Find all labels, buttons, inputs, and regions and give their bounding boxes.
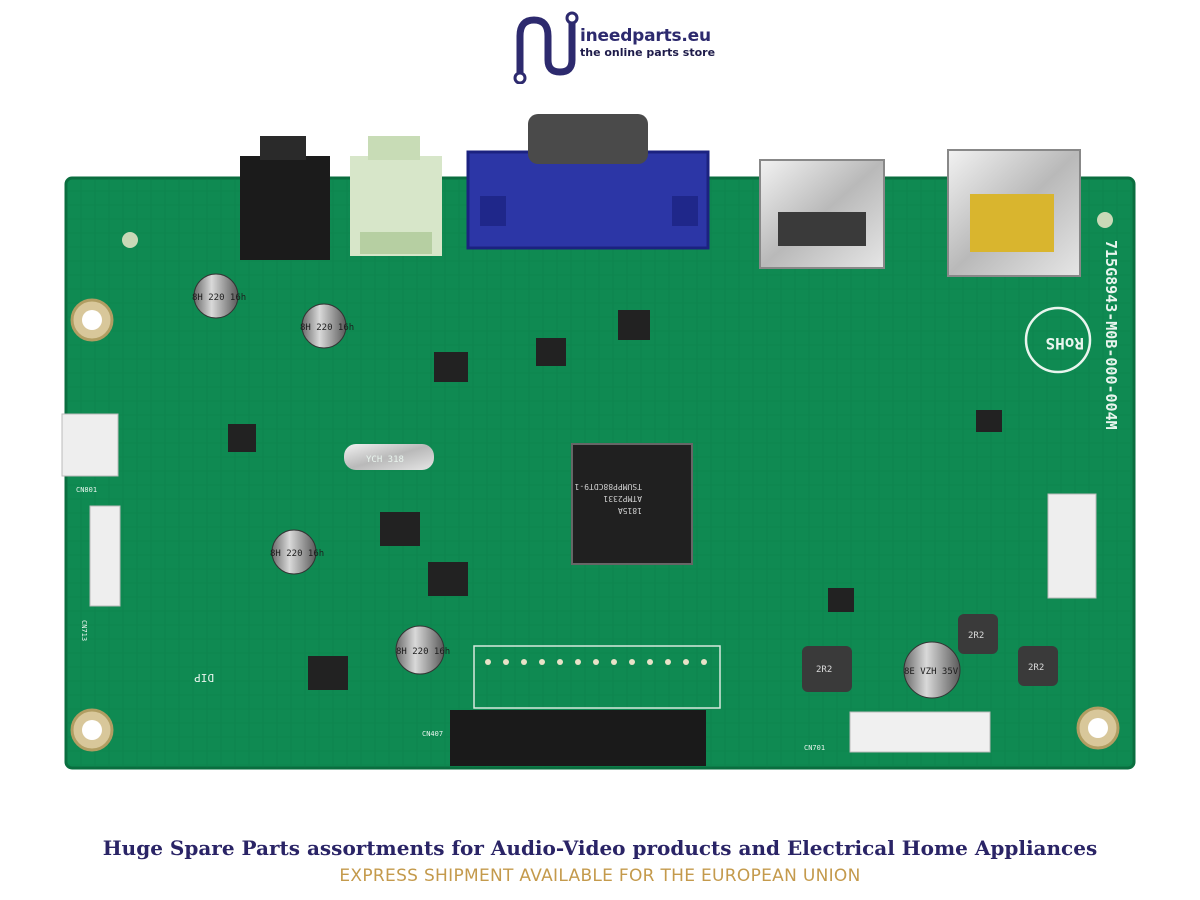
inductor <box>802 614 1058 692</box>
inductor-label: 2R2 <box>1028 663 1044 673</box>
audio-jack-black <box>240 156 330 260</box>
crystal-label: YCH 318 <box>366 455 404 465</box>
connector-label: CN713 <box>80 620 88 641</box>
brand-tagline: the online parts store <box>580 46 716 59</box>
cap-label: 8E VZH 35V <box>904 667 959 677</box>
chip-line-2: ATMP2331 <box>603 494 642 503</box>
cap-label: 8H 220 16h <box>300 323 354 333</box>
logo-text: ineedparts.eu the online parts store <box>580 26 715 59</box>
vga-port <box>466 150 710 250</box>
capacitor <box>193 273 961 699</box>
cap-label: 8H 220 16h <box>396 647 450 657</box>
bottom-header <box>473 645 721 709</box>
chip-line-1: TSUMPP88CDT9-1 <box>574 482 642 491</box>
connector-label: CN701 <box>804 744 825 752</box>
side-connector-top <box>61 413 119 477</box>
crystal <box>344 444 434 470</box>
cap-label: 8H 220 16h <box>192 293 246 303</box>
chip-line-3: 1815A <box>618 506 642 515</box>
pcb-board-photo: TSUMPP88CDT9-1 ATMP2331 1815A YCH 318 8H… <box>61 114 1136 770</box>
board-part-number: 715G8943-M0B-000-004M <box>1102 240 1120 430</box>
logo-icon <box>513 11 579 84</box>
small-ic <box>228 310 1002 690</box>
side-connector-mid <box>89 505 121 607</box>
connector-label: CN801 <box>76 486 97 494</box>
right-connector <box>1047 493 1097 599</box>
rohs-mark: RoHS <box>1045 334 1084 353</box>
bottom-right-connector <box>849 711 991 753</box>
inductor-label: 2R2 <box>968 631 984 641</box>
cap-label: 8H 220 16h <box>270 549 324 559</box>
brand-name: ineedparts.eu <box>580 26 711 46</box>
footer-headline: Huge Spare Parts assortments for Audio-V… <box>102 836 1098 860</box>
footer-subline: EXPRESS SHIPMENT AVAILABLE FOR THE EUROP… <box>339 866 861 886</box>
dip-mark: DIP <box>194 671 214 684</box>
inductor-label: 2R2 <box>816 665 832 675</box>
main-chip <box>571 443 693 565</box>
connector-label: CN407 <box>422 730 443 738</box>
bottom-connector-cn407 <box>450 710 706 766</box>
